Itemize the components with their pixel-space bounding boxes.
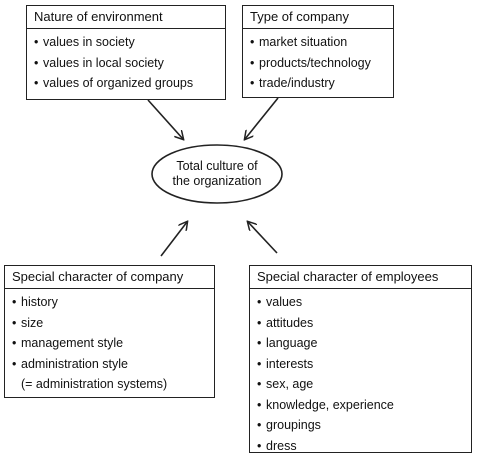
bullet: •: [257, 356, 262, 371]
bullet: •: [12, 295, 17, 309]
arrow-from-environment: [147, 99, 183, 139]
bullet: •: [250, 35, 255, 49]
arrow-from-company-type: [245, 97, 279, 139]
list-item: •language: [257, 333, 471, 354]
bullet: •: [12, 336, 17, 350]
list-item: •values in society: [34, 32, 225, 53]
employees-box: Special character of employees •values •…: [249, 265, 472, 453]
bullet: •: [257, 397, 262, 412]
bullet: •: [257, 418, 262, 432]
bullet: •: [257, 438, 262, 453]
list-item: •management style: [12, 333, 214, 354]
list-item: •groupings: [257, 415, 471, 436]
bullet: •: [257, 315, 262, 330]
bullet: •: [257, 377, 262, 391]
total-culture-line-1: Total culture of: [176, 159, 258, 173]
list-item: •values in local society: [34, 53, 225, 74]
bullet: •: [12, 356, 17, 371]
company-type-box: Type of company •market situation •produ…: [242, 5, 394, 98]
list-item: •size: [12, 313, 214, 334]
bullet: •: [257, 295, 262, 309]
environment-box-title: Nature of environment: [27, 6, 225, 29]
total-culture-ellipse: [151, 144, 283, 204]
employees-box-list: •values •attitudes •language •interests …: [250, 289, 471, 456]
total-culture-label: Total culture of the organization: [152, 159, 282, 189]
bullet: •: [34, 76, 39, 90]
total-culture-line-2: the organization: [172, 174, 262, 188]
environment-box: Nature of environment •values in society…: [26, 5, 226, 100]
environment-box-list: •values in society •values in local soci…: [27, 29, 225, 94]
list-item: •trade/industry: [250, 73, 393, 94]
list-item: •interests: [257, 354, 471, 375]
arrow-from-company-character: [160, 222, 187, 257]
bullet: •: [34, 55, 39, 70]
arrow-from-employees: [248, 222, 278, 254]
bullet: •: [12, 315, 17, 330]
list-item: •sex, age: [257, 374, 471, 395]
employees-box-title: Special character of employees: [250, 266, 471, 289]
list-item: •values of organized groups: [34, 73, 225, 94]
list-item-continuation: (= administration systems): [21, 377, 168, 391]
list-item: •dress: [257, 436, 471, 457]
list-item: •products/technology: [250, 53, 393, 74]
bullet: •: [257, 336, 262, 350]
bullet: •: [34, 35, 39, 49]
company-type-box-list: •market situation •products/technology •…: [243, 29, 393, 94]
company-character-box-list: •history •size •management style •admini…: [5, 289, 214, 395]
bullet: •: [250, 55, 255, 70]
list-item: •administration style: [12, 354, 214, 375]
list-item: •market situation: [250, 32, 393, 53]
list-item: •knowledge, experience: [257, 395, 471, 416]
bullet: •: [250, 76, 255, 90]
company-character-box-title: Special character of company: [5, 266, 214, 289]
list-item: •values: [257, 292, 471, 313]
company-character-box: Special character of company •history •s…: [4, 265, 215, 398]
company-type-box-title: Type of company: [243, 6, 393, 29]
list-item: •history: [12, 292, 214, 313]
list-item: •attitudes: [257, 313, 471, 334]
